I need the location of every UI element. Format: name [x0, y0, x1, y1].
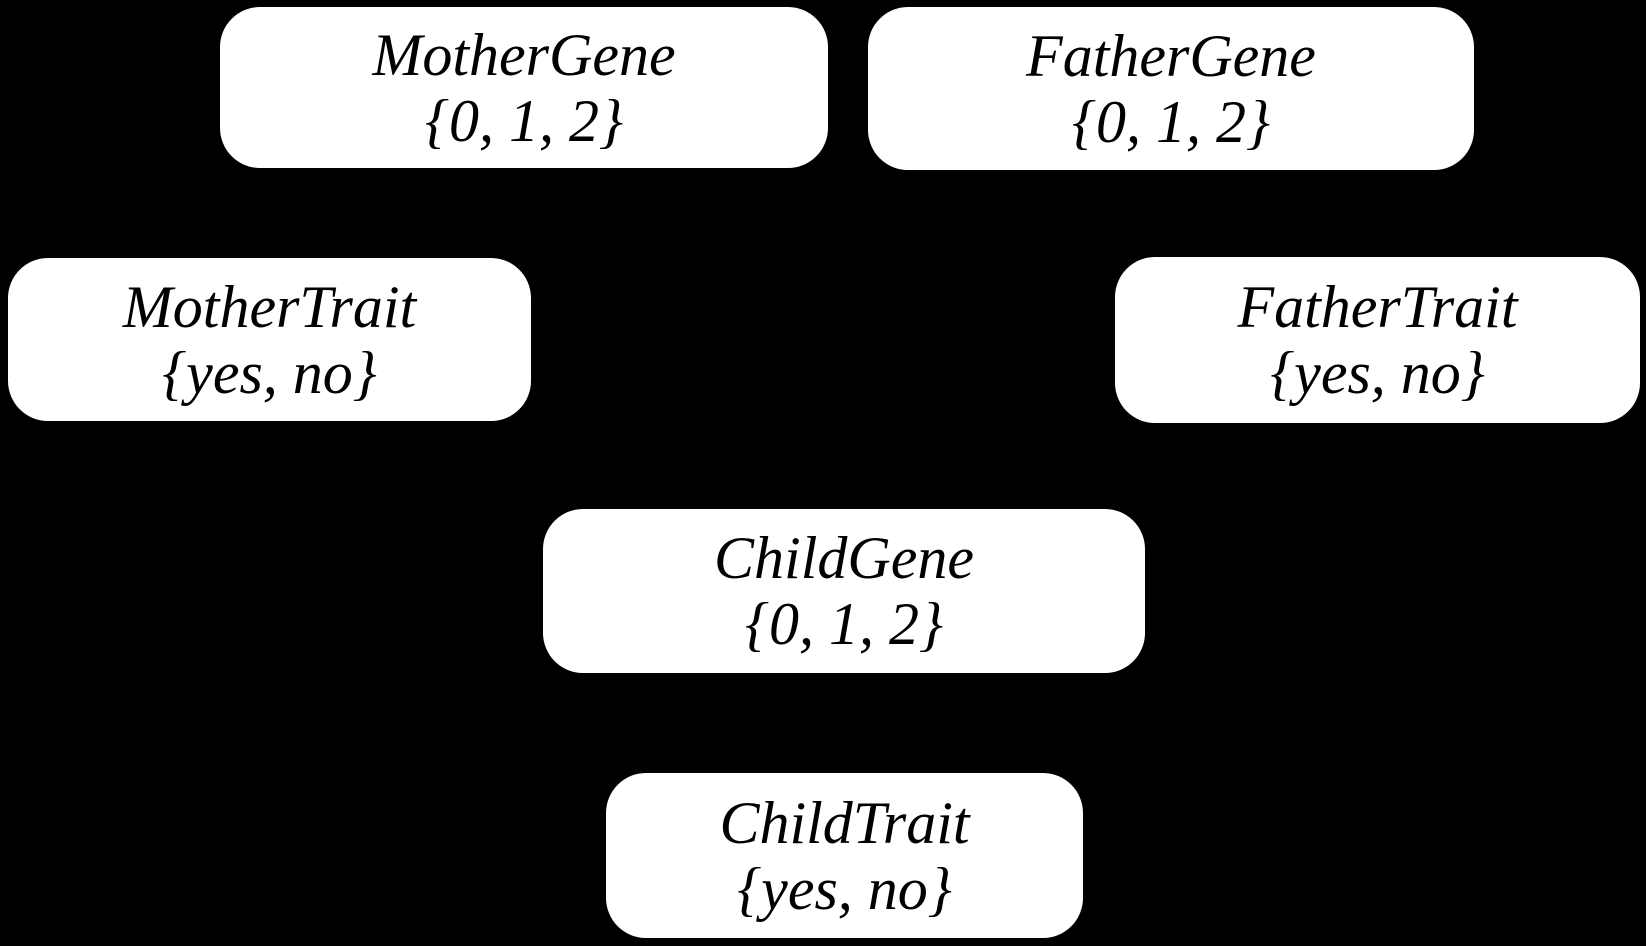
node-father-trait-states: {yes, no} — [1270, 340, 1485, 406]
node-father-trait-label: FatherTrait — [1237, 274, 1518, 340]
node-mother-trait: MotherTrait {yes, no} — [8, 258, 531, 421]
node-child-gene-label: ChildGene — [714, 525, 974, 591]
node-child-gene: ChildGene {0, 1, 2} — [543, 509, 1145, 673]
node-father-gene-label: FatherGene — [1026, 22, 1316, 89]
node-mother-trait-states: {yes, no} — [162, 339, 377, 406]
node-mother-gene-states: {0, 1, 2} — [425, 87, 623, 154]
node-mother-gene: MotherGene {0, 1, 2} — [220, 7, 828, 168]
node-father-gene: FatherGene {0, 1, 2} — [868, 7, 1474, 170]
node-child-trait-label: ChildTrait — [719, 789, 970, 856]
node-mother-gene-label: MotherGene — [372, 21, 676, 88]
node-mother-trait-label: MotherTrait — [122, 273, 417, 340]
node-child-trait: ChildTrait {yes, no} — [606, 773, 1083, 938]
node-father-gene-states: {0, 1, 2} — [1072, 88, 1270, 155]
node-child-gene-states: {0, 1, 2} — [745, 591, 943, 657]
node-child-trait-states: {yes, no} — [737, 855, 952, 922]
node-father-trait: FatherTrait {yes, no} — [1115, 257, 1640, 423]
